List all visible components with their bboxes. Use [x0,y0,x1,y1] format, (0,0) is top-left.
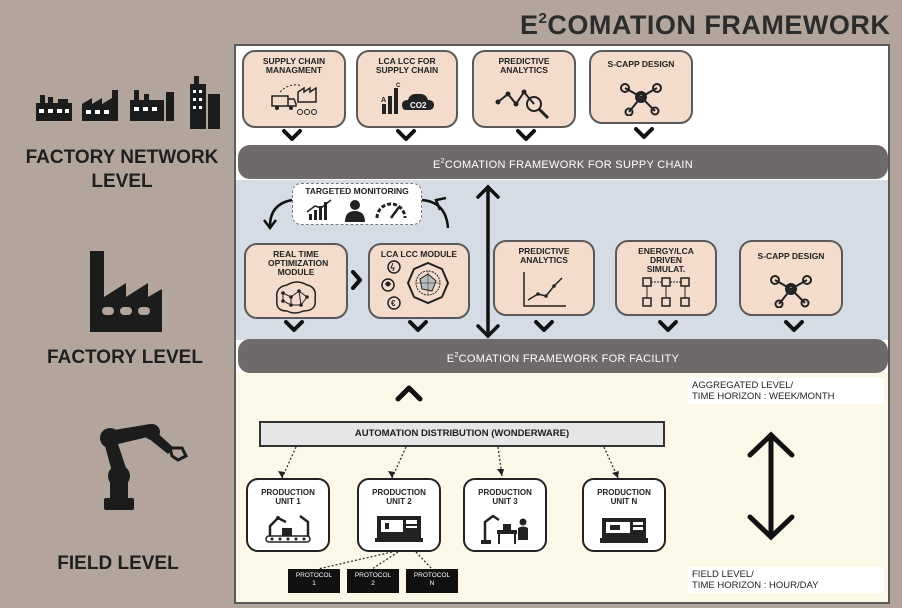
card-lca-lcc-module: LCA LCC MODULE € [368,243,470,319]
production-unit-n: PRODUCTION UNIT N [582,478,666,552]
automation-distribution-bar: AUTOMATION DISTRIBUTION (WONDERWARE) [259,421,665,447]
svg-text:CO2: CO2 [410,101,427,110]
monitoring-icons [306,199,407,222]
band-framework-supply-chain: E2COMATION FRAMEWORK FOR SUPPY CHAIN [238,145,888,179]
network-nodes-icon [770,275,812,308]
svg-text:C: C [396,83,401,89]
gauge-icon [375,202,407,219]
lathe-machine-icon [600,518,648,543]
co2-chart-icon: A C CO2 [381,83,434,114]
diagram-title: E2COMATION FRAMEWORK [520,10,891,40]
card-scapp-design-factory: S-CAPP DESIGN [739,240,843,316]
level-label-factory: FACTORY LEVEL [47,347,203,368]
level-label-network: FACTORY NETWORK LEVEL [25,147,219,192]
card-real-time-optimization: REAL TIME OPTIMIZATION MODULE [244,243,348,319]
card-supply-chain-management: SUPPLY CHAIN MANAGMENT [242,50,346,128]
card-lca-lcc-supply-chain: LCA LCC FOR SUPPLY CHAIN A C CO2 [356,50,458,128]
production-unit-3: PRODUCTION UNIT 3 [463,478,547,552]
analytics-magnifier-icon [495,89,550,120]
production-unit-2: PRODUCTION UNIT 2 [357,478,441,552]
brain-network-icon [275,281,317,314]
card-energy-lca-simulation: ENERGY/LCA DRIVEN SIMULAT. [615,240,717,316]
svg-text:A: A [381,97,386,104]
robot-arm-icon [100,424,189,510]
conveyor-robot-icon [265,515,311,543]
horizon-field: FIELD LEVEL/ TIME HORIZON : HOUR/DAY [688,567,884,593]
line-chart-icon [523,272,566,307]
card-predictive-analytics-network: PREDICTIVE ANALYTICS [472,50,576,128]
svg-text:€: € [391,299,396,308]
band-framework-facility: E2COMATION FRAMEWORK FOR FACILITY [238,339,888,373]
operator-icon [345,200,365,222]
lca-module-icon: € [381,260,450,310]
supply-chain-truck-icon [271,84,317,115]
level-label-field: FIELD LEVEL [57,553,179,574]
factory-network-icon [36,76,220,129]
level-icons [36,76,220,510]
targeted-monitoring-box: TARGETED MONITORING [292,183,422,225]
card-predictive-analytics-factory: PREDICTIVE ANALYTICS [493,240,595,316]
horizon-aggregated: AGGREGATED LEVEL/ TIME HORIZON : WEEK/MO… [688,378,884,404]
card-scapp-design-network: S-CAPP DESIGN [589,50,693,124]
trend-chart-icon [306,199,332,220]
cnc-machine-icon [375,516,423,542]
simulation-flow-icon [642,277,690,307]
assembly-station-icon [481,514,528,544]
factory-icon [90,251,162,332]
network-nodes-icon [620,83,662,116]
production-unit-1: PRODUCTION UNIT 1 [246,478,330,552]
